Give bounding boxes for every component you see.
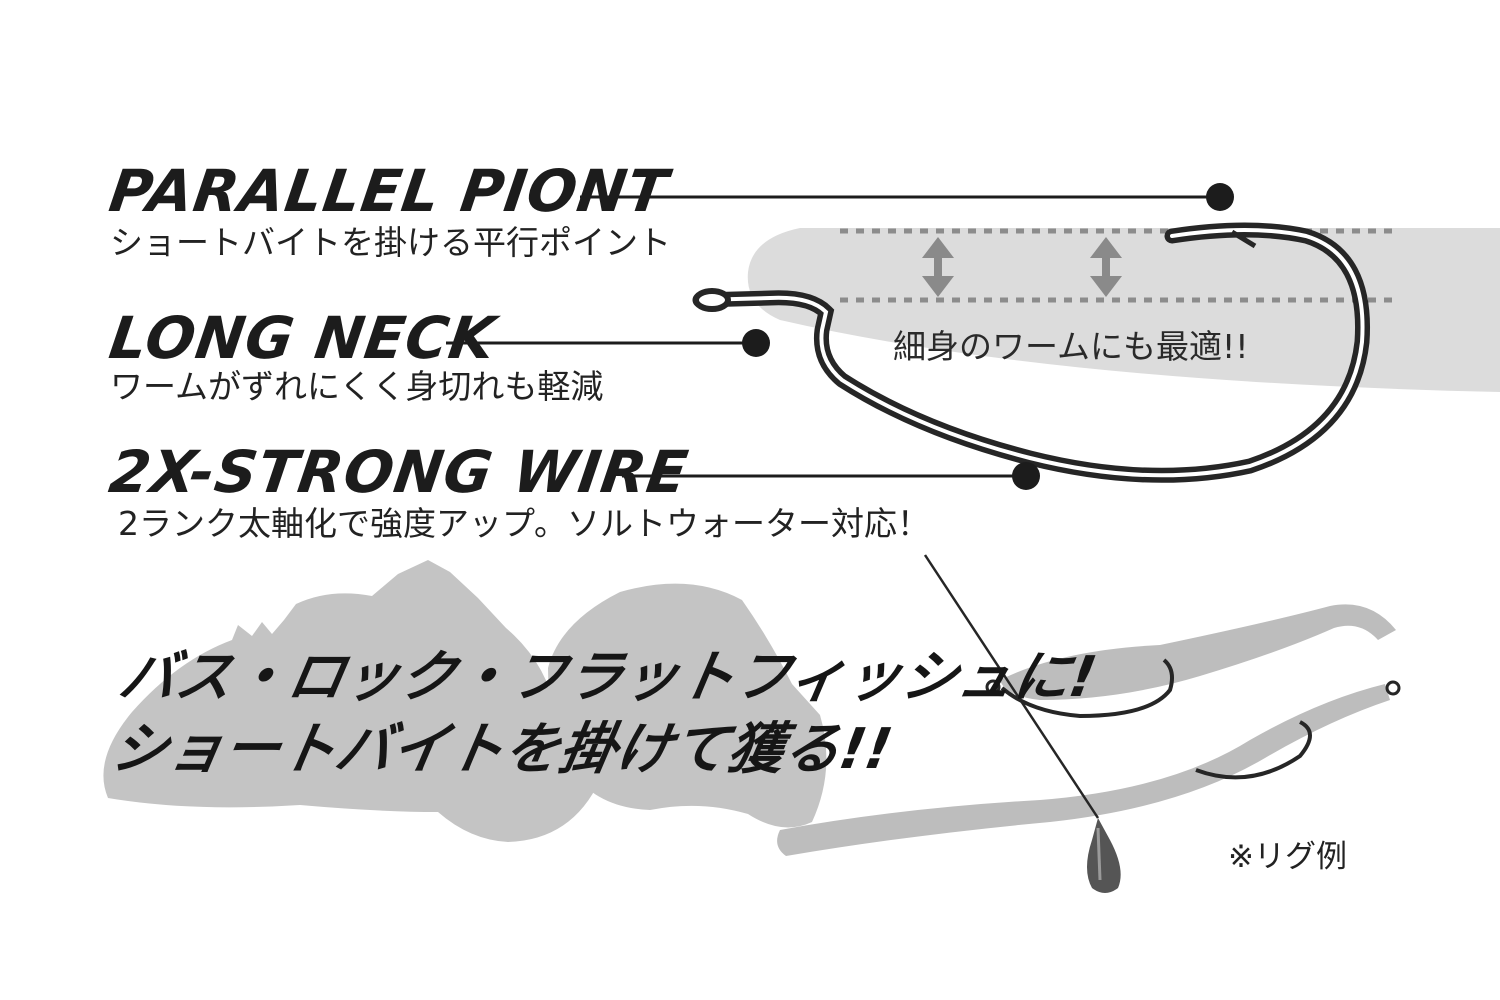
fish-silhouette-rockfish <box>103 560 600 842</box>
fish-silhouette-bass <box>548 583 827 828</box>
leader-dot-strong-wire <box>1012 462 1040 490</box>
rig-example-note: ※リグ例 <box>1228 839 1347 875</box>
feature-desc-strong-wire: 2ランク太軸化で強度アップ。ソルトウォーター対応！ <box>118 504 931 543</box>
hook-eye-icon <box>693 288 731 312</box>
rig-worm-fluke <box>1000 604 1396 700</box>
parallel-arrow-left <box>922 237 954 297</box>
sinker-icon <box>1087 818 1121 893</box>
feature-desc-long-neck: ワームがずれにくく身切れも軽減 <box>110 367 604 406</box>
catchphrase-line-2: ショートバイトを掛けて獲る!! <box>106 717 897 782</box>
feature-title-parallel-point: PARALLEL PIONT <box>105 157 673 225</box>
feature-title-strong-wire: 2X-STRONG WIRE <box>105 438 693 506</box>
feature-desc-parallel-point: ショートバイトを掛ける平行ポイント <box>110 223 671 262</box>
leader-dot-long-neck <box>742 329 770 357</box>
rig-example <box>777 554 1401 893</box>
worm-band <box>747 228 1500 392</box>
offset-hook <box>692 222 1371 483</box>
leader-dot-parallel-point <box>1206 183 1234 211</box>
rig-worm-straight <box>777 684 1390 856</box>
catchphrase-line-1: バス・ロック・フラットフィッシュに! <box>114 645 1102 710</box>
worm-note: 細身のワームにも最適!! <box>893 327 1249 366</box>
parallel-arrow-right <box>1090 237 1122 297</box>
feature-title-long-neck: LONG NECK <box>105 304 500 372</box>
